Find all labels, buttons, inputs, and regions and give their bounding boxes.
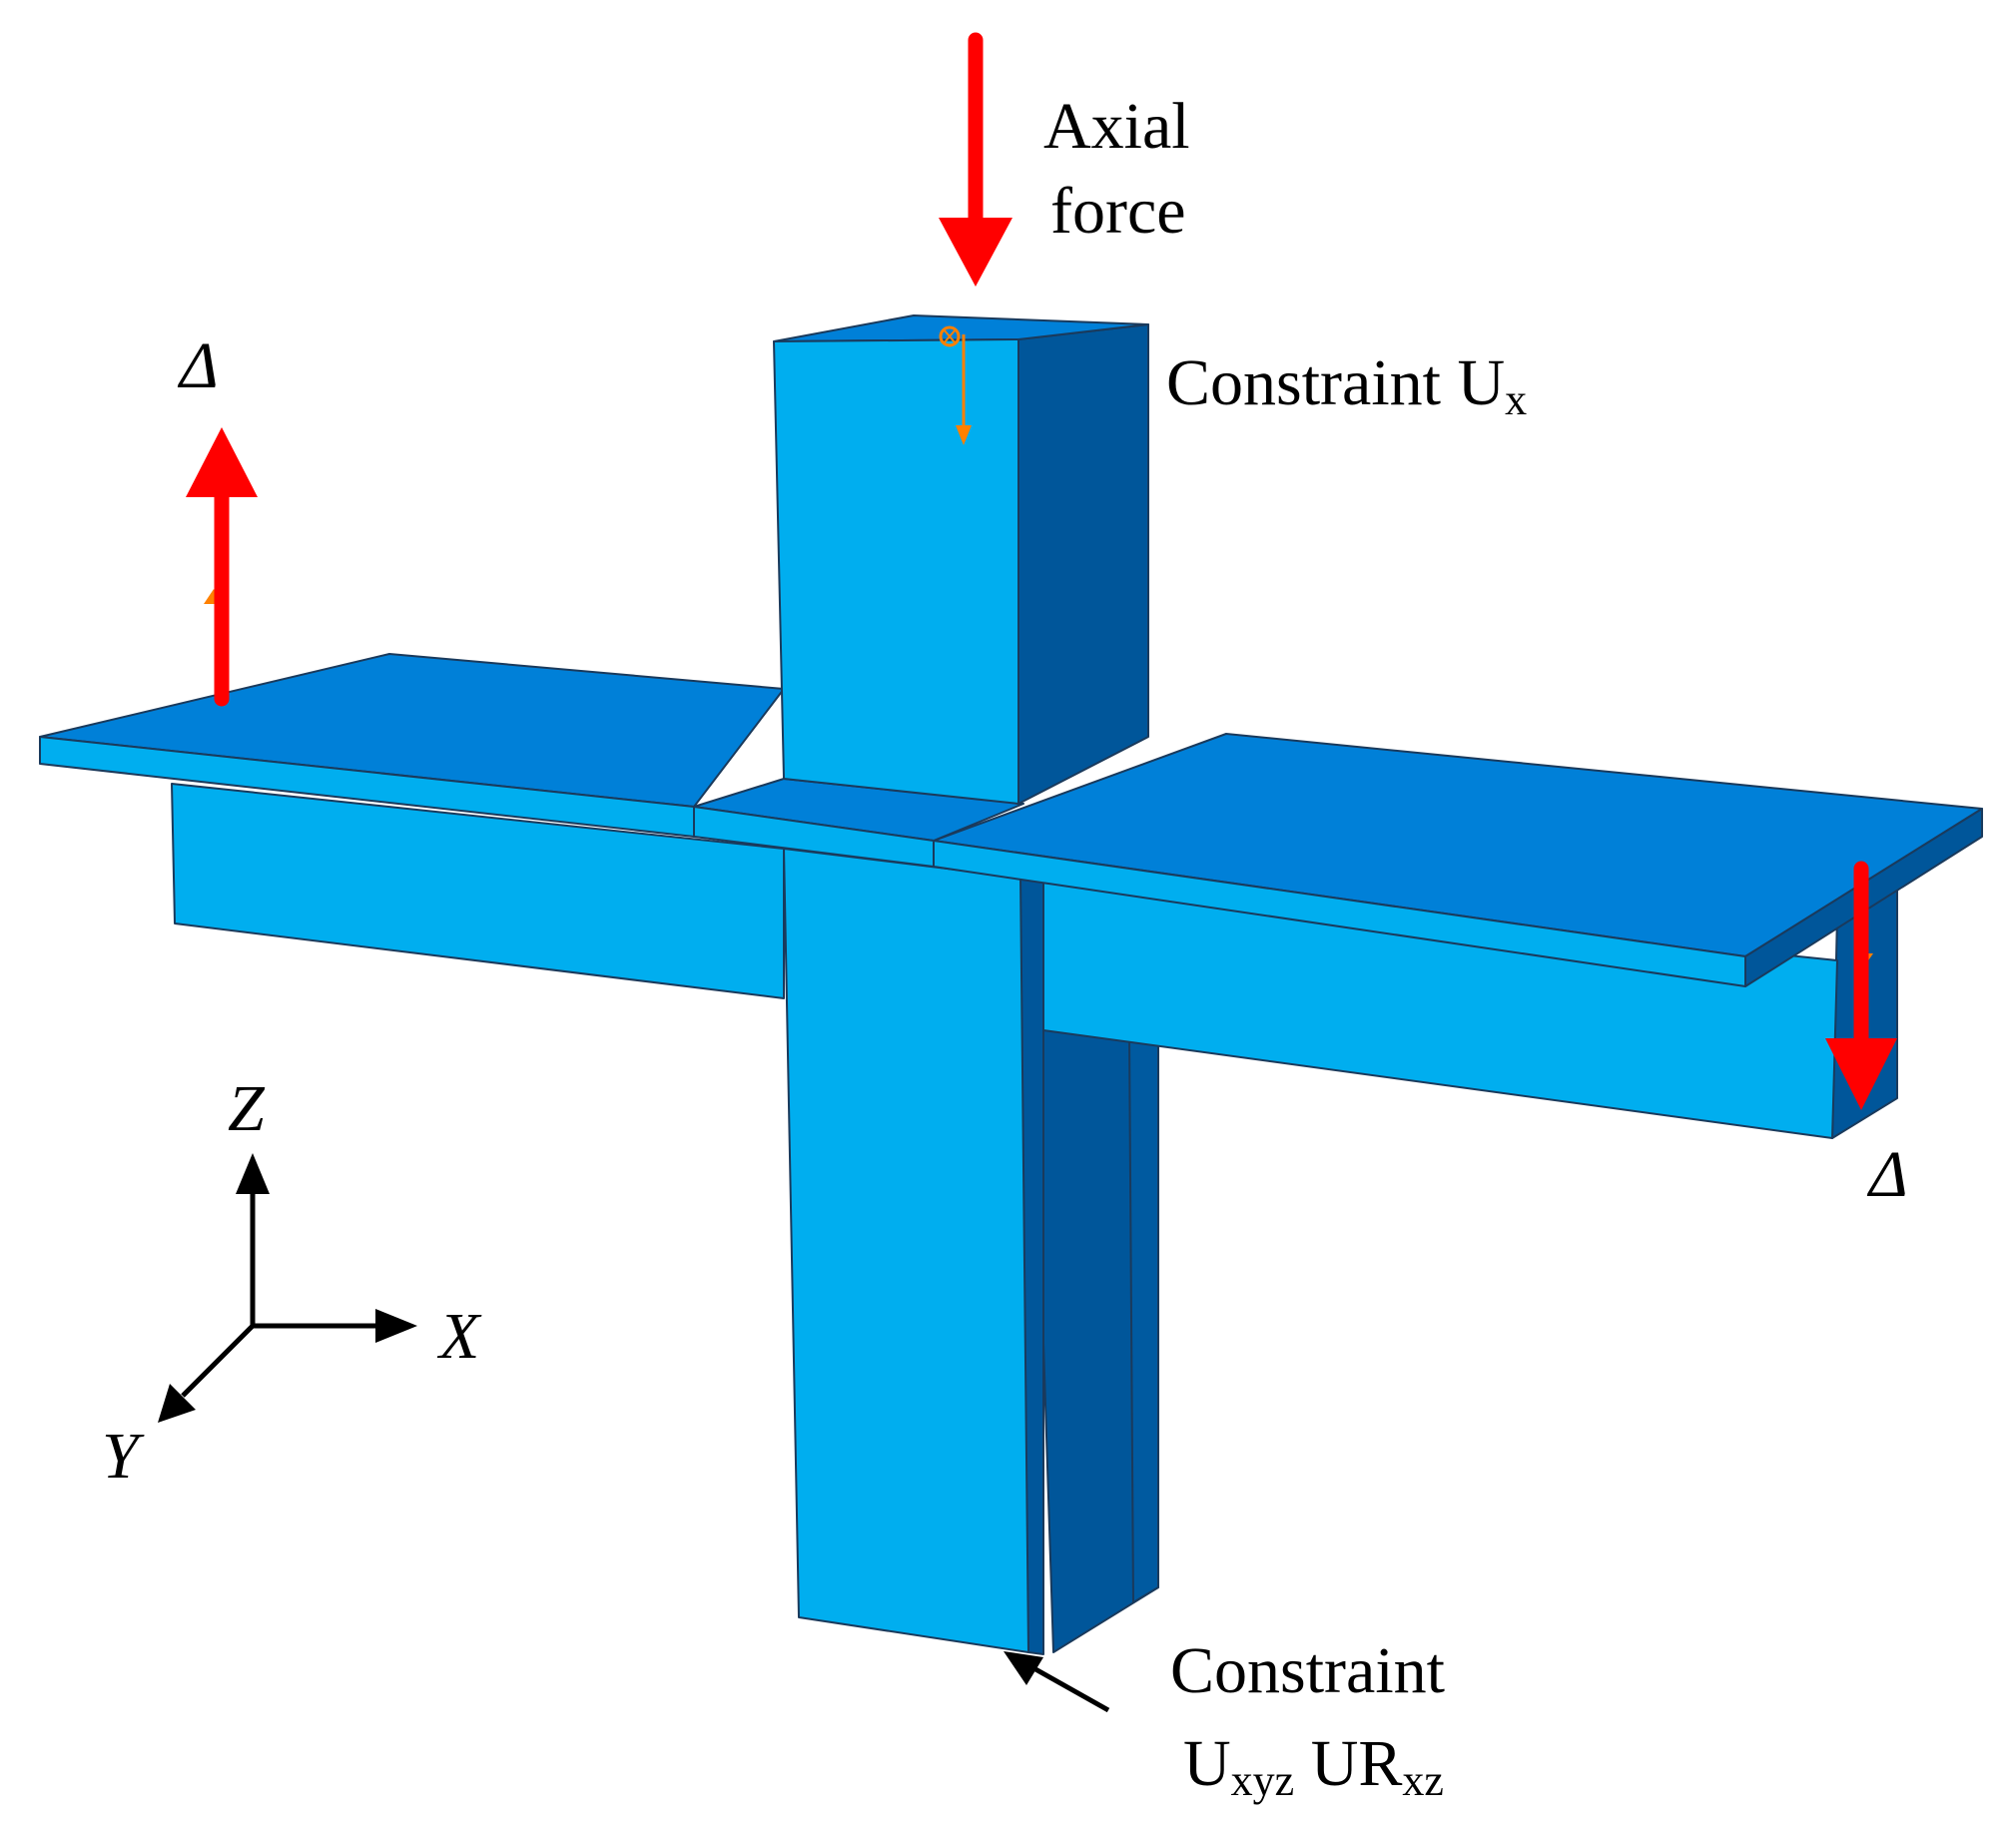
x-axis-label: X	[436, 1300, 482, 1373]
lower-column	[783, 848, 1159, 1655]
z-axis-label: Z	[228, 1072, 266, 1145]
y-axis-line	[181, 1324, 255, 1398]
y-axis-arrowhead	[158, 1384, 196, 1423]
text-labels: Axial force Constraint Ux Constraint Uxy…	[177, 90, 1908, 1805]
axial-force-arrow	[939, 32, 1012, 287]
y-axis-label: Y	[102, 1420, 145, 1493]
constraint-bottom-label-line2: Uxyz URxz	[1183, 1727, 1444, 1805]
joint-panel-front	[693, 806, 935, 868]
top-bc-marker	[939, 325, 972, 445]
left-delta-arrow	[186, 427, 258, 707]
z-axis-arrowhead	[236, 1153, 270, 1194]
coordinate-axes: Z X Y	[102, 1072, 482, 1493]
left-beam-web	[171, 783, 785, 999]
upper-column	[773, 314, 1149, 805]
joint-panel	[693, 778, 1024, 868]
lower-column-front-face	[783, 848, 1029, 1653]
bottom-constraint-pointer	[1004, 1651, 1110, 1713]
upper-column-front-face	[773, 338, 1019, 805]
upper-column-right-face	[1017, 323, 1149, 805]
delta-right-label: Δ	[1866, 1138, 1908, 1211]
constraint-top-label: Constraint Ux	[1166, 346, 1527, 424]
axial-force-label-line1: Axial	[1043, 90, 1190, 163]
constraint-bottom-label-line1: Constraint	[1170, 1634, 1445, 1707]
axial-force-label-line2: force	[1050, 175, 1186, 248]
x-axis-arrowhead	[375, 1309, 417, 1343]
left-beam	[39, 653, 785, 999]
delta-left-label: Δ	[177, 329, 219, 402]
right-delta-arrow	[1825, 861, 1897, 1110]
